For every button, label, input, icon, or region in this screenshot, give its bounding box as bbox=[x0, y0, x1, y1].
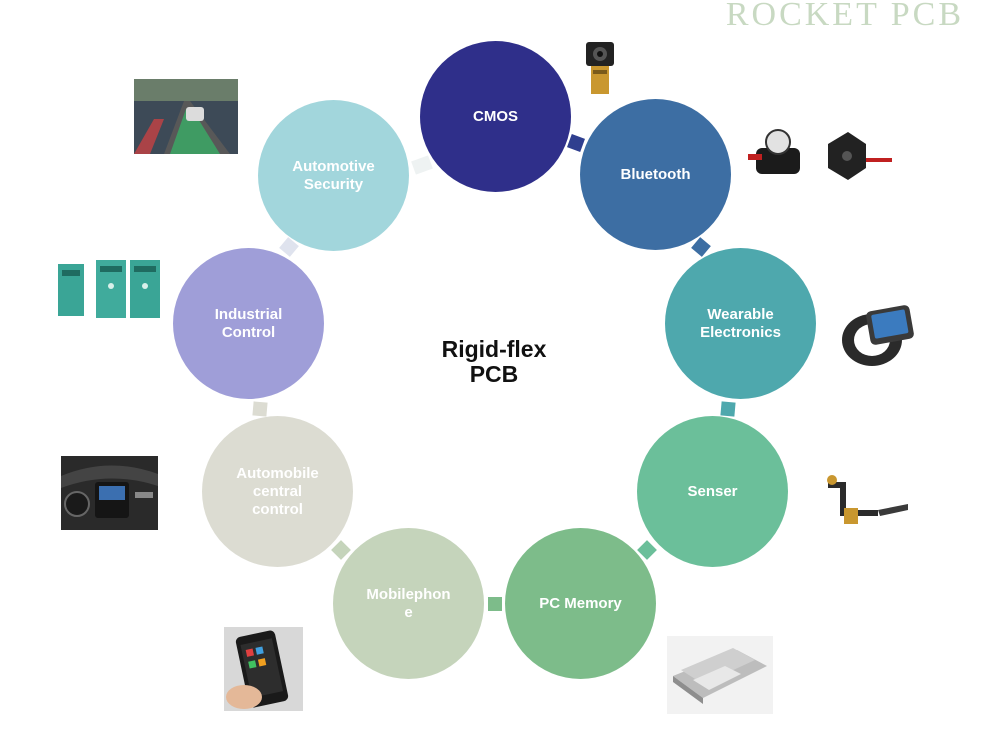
car-road-image bbox=[134, 79, 238, 154]
connector bbox=[411, 155, 433, 175]
node-label: Senser bbox=[687, 482, 738, 500]
ssd-image bbox=[667, 636, 773, 714]
node-label: Bluetooth bbox=[620, 165, 691, 183]
connector bbox=[691, 237, 711, 257]
connector bbox=[488, 597, 502, 611]
node-automotive-security: Automotive Security bbox=[258, 100, 409, 251]
node-label: Wearable Electronics bbox=[700, 305, 781, 341]
car-dashboard-image bbox=[61, 456, 158, 530]
node-label: Automotive Security bbox=[292, 157, 375, 193]
industrial-modules-image bbox=[52, 256, 164, 322]
connector bbox=[252, 401, 268, 417]
node-bluetooth: Bluetooth bbox=[580, 99, 731, 250]
node-label: Mobilephon e bbox=[366, 585, 451, 621]
node-label: Automobile central control bbox=[236, 464, 319, 518]
node-mobilephone: Mobilephon e bbox=[333, 528, 484, 679]
node-industrial-control: Industrial Control bbox=[173, 248, 324, 399]
camera-module-image bbox=[580, 40, 620, 96]
bluetooth-headset-image bbox=[748, 124, 896, 186]
smartwatch-image bbox=[838, 294, 918, 372]
mobile-phone-image bbox=[224, 627, 303, 711]
node-pc-memory: PC Memory bbox=[505, 528, 656, 679]
node-senser: Senser bbox=[637, 416, 788, 567]
connector bbox=[720, 401, 736, 417]
node-label: PC Memory bbox=[539, 594, 622, 612]
connector bbox=[567, 134, 585, 152]
node-cmos: CMOS bbox=[420, 41, 571, 192]
node-label: CMOS bbox=[473, 107, 518, 125]
flex-sensor-image bbox=[818, 470, 912, 530]
node-automobile-central-control: Automobile central control bbox=[202, 416, 353, 567]
watermark: ROCKET PCB bbox=[725, 0, 964, 33]
node-wearable-electronics: Wearable Electronics bbox=[665, 248, 816, 399]
node-label: Industrial Control bbox=[214, 305, 283, 341]
center-title: Rigid-flex PCB bbox=[441, 336, 547, 387]
